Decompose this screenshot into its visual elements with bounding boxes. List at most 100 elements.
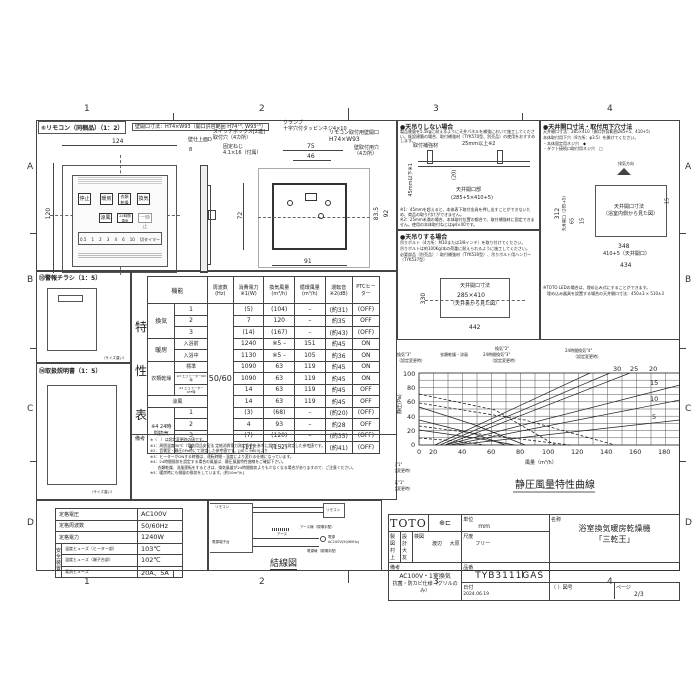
svg-text:（設定変更時）: （設定変更時） [397, 357, 425, 363]
screw-hole-center [318, 213, 324, 219]
manual-size-note: （サイズ違い） [90, 490, 115, 494]
remote-button-vent[interactable]: 換気 [137, 193, 150, 205]
svg-text:5: 5 [652, 413, 656, 421]
ceiling-section [540, 120, 680, 340]
grid-row-b: B [27, 275, 34, 285]
svg-text:（設定変更時）: （設定変更時） [395, 467, 413, 473]
hang-desc3: 必要部品（別売品）：取付補強材（TYK530型）、吊りボルト用ハンガー（TYK5… [400, 252, 532, 262]
remote-button-cool[interactable]: 涼風 [99, 213, 112, 223]
static-pressure-chart: 100 80 60 40 20 0 0 20 40 60 80 100 120 … [375, 340, 681, 500]
svg-text:15: 15 [650, 379, 658, 387]
remote-button-heat[interactable]: 暖房 [100, 193, 113, 205]
ceiling-opening-rect [595, 185, 667, 237]
grid-col-4: 4 [607, 104, 613, 114]
svg-text:120: 120 [571, 448, 583, 456]
screw-label: 固定ねじ 4.1×16（付属） [223, 144, 262, 157]
spec-table: 機能 周波数(Hz) 消費電力※1(W) 換気風量(m³/h) 循環風量(m³/… [146, 276, 381, 454]
timer-1[interactable]: 1 [91, 237, 95, 242]
grid-col-3: 3 [433, 104, 439, 114]
svg-text:（設定変更時）: （設定変更時） [395, 485, 413, 491]
ceiling-desc2: 本体取付用下穴（9カ所：φ3.5）を開けてください。 [543, 135, 639, 140]
remote-section [36, 120, 397, 271]
dim-20: (20) [451, 169, 458, 181]
svg-text:換気"1": 換気"1" [395, 479, 404, 485]
no-hang-desc: 製品質量を5.5kgに耐えるように天井パネルを補強において施工してください。既設… [400, 129, 536, 144]
remote-button-24h[interactable]: 24時間換気 [117, 213, 133, 223]
svg-text:換気"3": 換気"3" [397, 351, 411, 357]
header-power: 消費電力※1(W) [232, 276, 265, 304]
table-row: 定格周波数 50/60Hz [55, 519, 183, 532]
svg-text:24時間換気"1": 24時間換気"1" [395, 461, 402, 467]
screw-hole-right [325, 200, 331, 206]
check-value-2: 大原 [449, 541, 460, 547]
exhaust-direction: 排気方向 [618, 161, 634, 166]
flyer-rect [47, 288, 97, 351]
table-row: 暖房 入浴前 1240 ※5 – 151 約45 ON [146, 337, 381, 362]
wall-holes-title: 壁取付用穴 [354, 145, 380, 151]
grid-col-1: 1 [84, 104, 90, 114]
product-name-2: 「三乾王」 [594, 535, 635, 544]
remote-button-stop[interactable]: 停止 [78, 193, 91, 205]
ceiling-opening-label: 天井開口寸法 [614, 204, 645, 210]
remote-dim-height: 120 [45, 207, 53, 220]
remote-opening-label: リモコン取付用壁開口 H74×W93 [329, 130, 379, 144]
opening-label: 天井開口部 [456, 187, 482, 193]
timer-4[interactable]: 4 [114, 237, 117, 242]
hang-title: ●天吊りする場合 [400, 234, 448, 241]
product-number: TYB3111GAS [475, 571, 545, 581]
table-row: 2 7 120 – 約35 OFF [148, 314, 381, 327]
remark-label: 備考 [390, 565, 401, 571]
clamp-label: クランプ 十字穴付タッピンネジ4×10 [283, 120, 347, 133]
timer-2[interactable]: 2 [99, 237, 102, 242]
grid-row-a-right: A [685, 162, 692, 172]
timer-0-5[interactable]: 0.5 [80, 237, 87, 242]
header-noise: 運転音※2(dB) [324, 276, 353, 304]
wiring-power: 電源 [328, 535, 335, 539]
dim-8: 8 [189, 147, 193, 153]
check-value-1: 渡辺 [432, 541, 443, 547]
manual-section [36, 363, 131, 500]
remote-button-pause[interactable]: 一時止 [138, 213, 152, 230]
manual-rect [47, 385, 117, 485]
ceiling-profile [418, 161, 530, 162]
timer-off[interactable]: 切タイマー [139, 237, 160, 242]
svg-text:80: 80 [407, 384, 415, 392]
flyer-title: ⑬警報チラシ（1：5） [39, 275, 102, 282]
table-row: 涼風 14 63 119 約45 OFF [147, 395, 381, 408]
wiring-earth: アース [277, 532, 288, 536]
svg-text:140: 140 [600, 448, 612, 456]
grid-col-1-bottom: 1 [84, 577, 90, 587]
remote-footer-text [78, 252, 162, 258]
toto-logo: TOTO [388, 514, 429, 532]
unit-value: mm [478, 523, 490, 530]
hang-desc1: 吊りボルト（4カ所：M10または3/8インチ）を取り付けてください。 [400, 240, 526, 245]
grid-row-c-right: C [685, 404, 692, 414]
dim-312: 312 [554, 207, 562, 220]
svg-text:40: 40 [407, 413, 415, 421]
switch-box-holes: 取付穴（4カ所） [213, 134, 252, 141]
dim-75: 75 [307, 143, 315, 150]
product-name-1: 浴室換気暖房乾燥機 [578, 524, 651, 533]
reinforce-label: 取付補強材 [413, 143, 439, 149]
remote-button-dry[interactable]: 衣類乾燥 [118, 193, 131, 205]
grid-row-c: C [27, 404, 34, 414]
timer-3[interactable]: 3 [106, 237, 110, 242]
toto-note1: ※TOTO LEDの場合は、埋め込み式にすることができます。 [543, 285, 651, 290]
wall-holes-count: （4カ所） [354, 150, 378, 157]
spec-side-label: 特 性 表 [135, 320, 148, 422]
switch-box-outer [258, 168, 370, 268]
timer-10[interactable]: 10 [129, 237, 135, 242]
grid-col-2: 2 [259, 104, 265, 114]
spec-section [131, 271, 397, 500]
dim-side: 天井開口（285+5） [561, 193, 567, 232]
table-row: 4 (11) (152) – (約41) (OFF) [148, 441, 381, 454]
svg-text:0: 0 [411, 441, 415, 449]
screw-hole-left [287, 200, 293, 206]
table-row: 温度ヒューズ（端子台部） 102℃ [56, 554, 183, 567]
table-row: 衣類乾燥 標準 1090 63 119 約45 ON [146, 360, 381, 396]
date-value: 2024.06.19 [463, 592, 489, 597]
chart-title: 静圧風量特性曲線 [515, 478, 595, 491]
timer-6[interactable]: 6 [122, 237, 125, 242]
flyer-size-note: （サイズ違い） [102, 356, 127, 360]
